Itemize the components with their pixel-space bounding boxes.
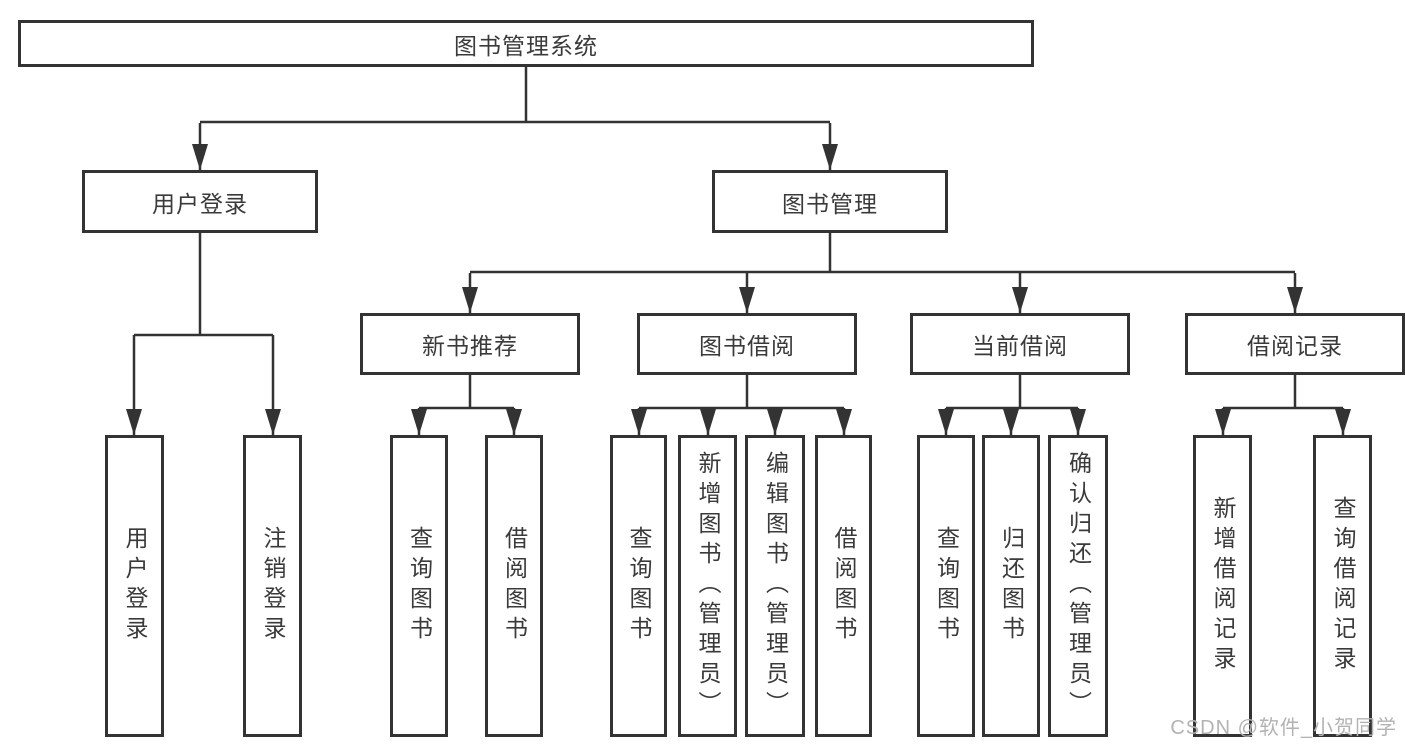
node-leaf-edit-books-admin: 编辑图书（管理员） <box>745 435 805 737</box>
csdn-watermark: CSDN @软件_小贺同学 <box>1170 717 1397 739</box>
leaf-label: 查询图书 <box>933 526 960 646</box>
node-book-borrowing: 图书借阅 <box>637 313 857 375</box>
node-book-management-label: 图书管理 <box>782 190 878 217</box>
node-leaf-query-books-1: 查询图书 <box>390 435 448 737</box>
leaf-label: 借阅图书 <box>831 526 857 646</box>
node-current-borrowing: 当前借阅 <box>910 313 1130 375</box>
leaf-label: 归还图书 <box>998 526 1025 646</box>
node-leaf-query-books-3: 查询图书 <box>917 435 975 737</box>
node-leaf-add-books-admin: 新增图书（管理员） <box>678 435 737 737</box>
node-leaf-confirm-return-admin: 确认归还（管理员） <box>1048 435 1108 737</box>
node-leaf-logout: 注销登录 <box>243 435 302 737</box>
leaf-label: 借阅图书 <box>501 526 528 646</box>
node-root: 图书管理系统 <box>18 20 1034 67</box>
node-leaf-user-login: 用户登录 <box>105 435 164 737</box>
node-user-login-label: 用户登录 <box>152 190 248 217</box>
leaf-label: 注销登录 <box>260 526 286 646</box>
node-book-management: 图书管理 <box>712 170 948 233</box>
node-borrow-records-label: 借阅记录 <box>1247 333 1343 359</box>
node-current-borrowing-label: 当前借阅 <box>972 333 1068 359</box>
node-new-book-recommend-label: 新书推荐 <box>422 333 518 359</box>
node-root-label: 图书管理系统 <box>454 32 598 59</box>
node-new-book-recommend: 新书推荐 <box>360 313 580 375</box>
node-leaf-query-borrow-record: 查询借阅记录 <box>1313 435 1372 737</box>
leaf-label: 新增图书（管理员） <box>695 451 721 721</box>
leaf-label: 用户登录 <box>122 526 148 646</box>
leaf-label: 编辑图书（管理员） <box>762 451 789 721</box>
leaf-label: 新增借阅记录 <box>1210 496 1236 676</box>
node-borrow-records: 借阅记录 <box>1185 313 1405 375</box>
leaf-label: 查询图书 <box>626 526 652 646</box>
node-leaf-add-borrow-record: 新增借阅记录 <box>1193 435 1252 737</box>
node-leaf-query-books-2: 查询图书 <box>610 435 667 737</box>
node-user-login: 用户登录 <box>82 170 318 233</box>
node-leaf-borrow-books-2: 借阅图书 <box>815 435 872 737</box>
leaf-label: 查询图书 <box>406 526 433 646</box>
node-leaf-borrow-books-1: 借阅图书 <box>485 435 543 737</box>
node-book-borrowing-label: 图书借阅 <box>699 333 795 359</box>
leaf-label: 确认归还（管理员） <box>1065 451 1092 721</box>
node-leaf-return-books: 归还图书 <box>982 435 1040 737</box>
leaf-label: 查询借阅记录 <box>1330 496 1356 676</box>
